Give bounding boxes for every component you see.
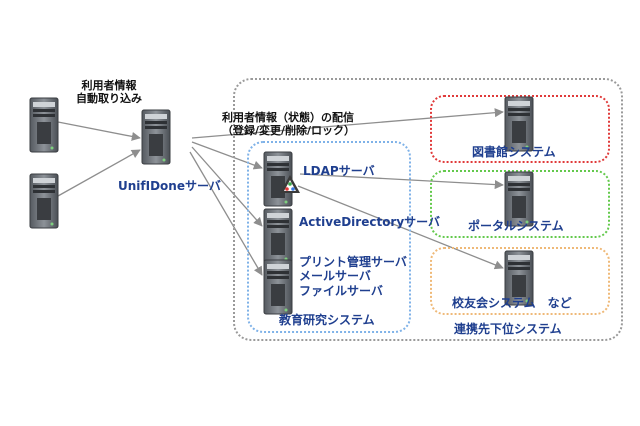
distribution-line2: （登録/変更/削除/ロック）: [222, 124, 356, 138]
arrow-source2-to-unifidone: [57, 149, 141, 197]
tower-server-icon: [140, 108, 172, 170]
ldap-server-label: LDAPサーバ: [303, 164, 375, 178]
misc-servers-label: プリント管理サーバ メールサーバ ファイルサーバ: [299, 255, 407, 298]
tower-server-icon: [262, 258, 294, 320]
alumni-system-label: 校友会システム など: [452, 296, 572, 310]
alumni-group: [430, 247, 610, 315]
unifidone-server-label: UnifIDoneサーバ: [118, 179, 221, 193]
tower-server-icon: [28, 96, 60, 158]
arrow-source1-to-unifidone: [57, 121, 141, 141]
library-system-label: 図書館システム: [472, 145, 556, 159]
tower-server-icon: [28, 172, 60, 234]
portal-system-label: ポータルシステム: [468, 219, 564, 233]
arrow-to-ldap: [191, 141, 263, 170]
distribution-line1: 利用者情報（状態）の配信: [222, 111, 354, 124]
ldap-logo-icon: [279, 174, 301, 194]
portal-group: [430, 170, 610, 238]
file-server-label: ファイルサーバ: [299, 283, 383, 298]
library-group: [430, 95, 610, 163]
tower-server-icon: [503, 249, 535, 311]
edu-research-group: [247, 141, 411, 333]
tower-server-icon: [503, 170, 535, 232]
user-info-import-line2: 自動取り込み: [76, 92, 142, 106]
print-server-label: プリント管理サーバ: [299, 255, 407, 269]
tower-server-icon: [503, 95, 535, 157]
arrow-ldap-to-portal: [299, 173, 504, 190]
user-info-import-line1: 利用者情報: [81, 79, 137, 92]
user-info-import-label: 利用者情報 自動取り込み: [76, 79, 142, 105]
distribution-label: 利用者情報（状態）の配信 （登録/変更/削除/ロック）: [222, 111, 355, 137]
arrow-to-ad: [191, 146, 263, 227]
ad-server-label: ActiveDirectoryサーバ: [299, 215, 441, 229]
mail-server-label: メールサーバ: [299, 269, 371, 284]
arrow-to-library: [191, 108, 504, 139]
edu-system-label: 教育研究システム: [279, 313, 375, 327]
arrow-to-misc-servers: [189, 151, 263, 276]
arrow-ldap-to-alumni: [297, 185, 504, 270]
downstream-systems-group: [233, 78, 623, 341]
downstream-systems-label: 連携先下位システム: [454, 322, 562, 336]
